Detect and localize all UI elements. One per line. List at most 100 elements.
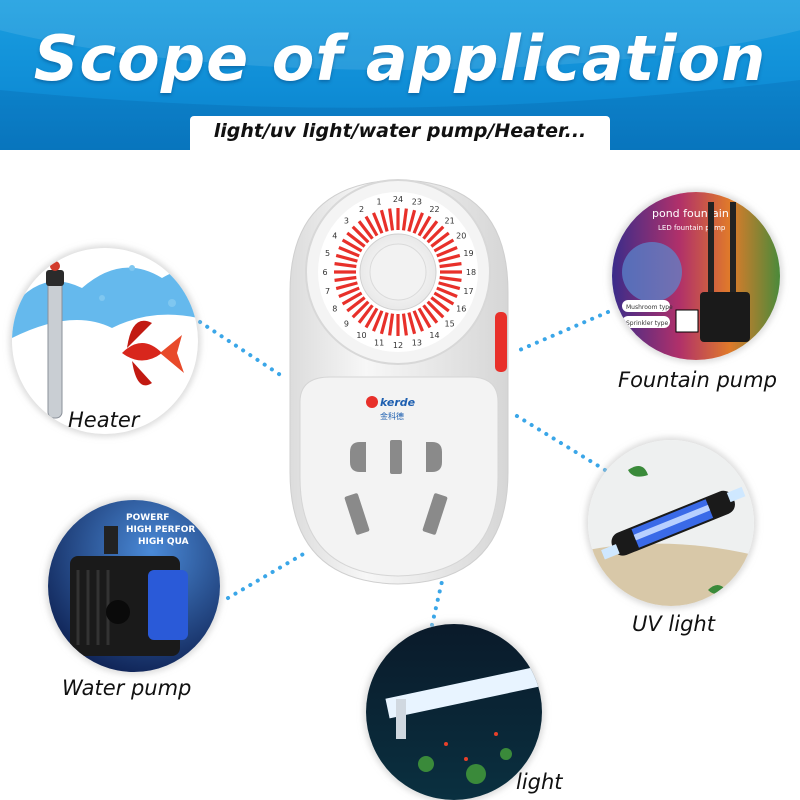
dial-segment[interactable]	[357, 304, 374, 324]
dial-segment[interactable]	[334, 275, 357, 282]
connector-heater	[198, 320, 287, 380]
dial-segment[interactable]	[388, 313, 395, 336]
dial-segment[interactable]	[364, 215, 379, 237]
dial-segment[interactable]	[433, 291, 455, 306]
uv-light-label: UV light	[632, 612, 715, 636]
dial-segment[interactable]	[412, 310, 424, 332]
outlet-holes	[344, 440, 448, 535]
dial-segment[interactable]	[351, 225, 370, 244]
heater-image	[12, 248, 198, 434]
water-pump-label: Water pump	[62, 676, 192, 700]
dial-segment[interactable]	[417, 215, 432, 237]
subtitle-tab	[190, 116, 610, 150]
dial-number: 13	[412, 339, 422, 348]
water-pump-text-3: HIGH QUA	[138, 537, 189, 547]
water-pump-text-1: POWERF	[126, 513, 169, 523]
water-pump-text-2: HIGH PERFOR	[126, 525, 195, 535]
dial-segment[interactable]	[412, 212, 424, 234]
dial-segment[interactable]	[338, 286, 360, 298]
dial-segment[interactable]	[335, 281, 358, 291]
dial-segment[interactable]	[439, 262, 462, 269]
fountain-tag-sprinkler: Sprinkler type	[626, 320, 668, 327]
dial-segment[interactable]	[346, 296, 366, 313]
dial-number: 24	[393, 195, 403, 204]
heater-label: Heater	[68, 408, 140, 432]
dial-segment[interactable]	[439, 275, 462, 282]
dial-segment[interactable]	[422, 304, 439, 324]
dial-segment[interactable]	[407, 312, 417, 335]
brand-name: kerde	[380, 396, 416, 409]
dial-number: 10	[356, 331, 366, 340]
aquarium-light-image	[366, 624, 542, 800]
dial-segment[interactable]	[433, 238, 455, 253]
dial-segment[interactable]	[334, 262, 357, 269]
dial-number: 23	[412, 197, 422, 206]
dial-segment[interactable]	[341, 238, 363, 253]
dial-number: 20	[456, 232, 466, 241]
dial-segment[interactable]	[407, 209, 417, 232]
dial-number: 11	[374, 339, 384, 348]
dial-segment[interactable]	[438, 281, 461, 291]
dial-number: 12	[393, 341, 403, 350]
dial-segment[interactable]	[436, 286, 458, 298]
dial-number: 15	[445, 320, 455, 329]
dial-segment[interactable]	[401, 313, 408, 336]
dial-segment[interactable]	[388, 208, 395, 231]
dial-number: 8	[332, 305, 337, 314]
dial-segment[interactable]	[346, 231, 366, 248]
dial-number: 2	[359, 205, 364, 214]
light-label: light	[516, 770, 563, 794]
dial-segment[interactable]	[351, 300, 370, 319]
dial-segment[interactable]	[341, 291, 363, 306]
dial-segment[interactable]	[422, 220, 439, 240]
uv-light-image	[588, 440, 754, 606]
dial-number: 1	[377, 197, 382, 206]
dial-segment[interactable]	[430, 231, 450, 248]
dial-number: 3	[344, 216, 349, 225]
dial-number: 9	[344, 320, 349, 329]
page-title: Scope of application	[33, 22, 767, 95]
dial-segment[interactable]	[364, 307, 379, 329]
connector-water-pump	[226, 551, 307, 600]
dial-number: 4	[332, 232, 337, 241]
dial-segment[interactable]	[426, 225, 445, 244]
dial-number: 14	[429, 331, 439, 340]
dial-number: 21	[445, 216, 455, 225]
dial-number: 17	[463, 287, 473, 296]
dial-segment[interactable]	[372, 310, 384, 332]
fountain-badge-title: pond fountain	[652, 207, 729, 220]
water-pump-image: POWERF HIGH PERFOR HIGH QUA	[48, 500, 220, 672]
fountain-badge-line: LED fountain pump	[658, 224, 726, 232]
dial-segment[interactable]	[379, 312, 389, 335]
dial-segments	[334, 208, 462, 336]
dial-number: 7	[325, 287, 330, 296]
page-subtitle: light/uv light/water pump/Heater...	[213, 120, 587, 142]
dial-number: 6	[322, 268, 327, 277]
dial-segment[interactable]	[417, 307, 432, 329]
dial-segment[interactable]	[438, 253, 461, 263]
brand-name-cn: 金科德	[380, 411, 404, 421]
dial-segment[interactable]	[338, 246, 360, 258]
dial-segment[interactable]	[357, 220, 374, 240]
fountain-tag-mushroom: Mushroom type	[626, 304, 673, 311]
dial-segment[interactable]	[335, 253, 358, 263]
dial-segment[interactable]	[430, 296, 450, 313]
dial-number: 22	[429, 205, 439, 214]
dial-segment[interactable]	[401, 208, 408, 231]
override-switch	[495, 312, 507, 372]
dial-segment[interactable]	[372, 212, 384, 234]
connector-uv	[510, 411, 607, 472]
dial-number: 5	[325, 249, 330, 258]
fountain-pump-label: Fountain pump	[618, 368, 777, 392]
brand-logo-icon	[366, 396, 378, 408]
dial-number: 16	[456, 305, 466, 314]
fountain-pump-image: pond fountain LED fountain pump Mushroom…	[612, 192, 780, 360]
dial-segment[interactable]	[436, 246, 458, 258]
dial-segment[interactable]	[379, 209, 389, 232]
dial-segment[interactable]	[426, 300, 445, 319]
connector-fountain	[513, 310, 610, 354]
dial-number: 19	[463, 249, 473, 258]
dial-number: 18	[466, 268, 476, 277]
